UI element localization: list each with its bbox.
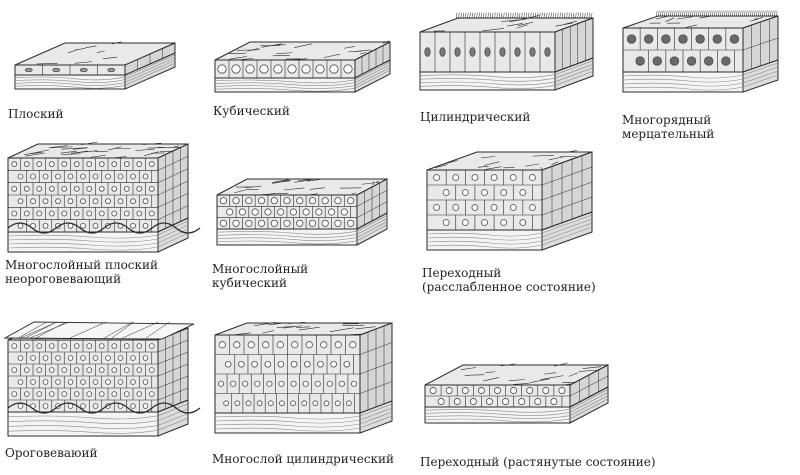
block-flat bbox=[14, 41, 176, 90]
block-transitional-relaxed bbox=[426, 150, 593, 251]
block-ciliated bbox=[622, 10, 779, 93]
block-cubic bbox=[214, 40, 391, 93]
block-stratified-cubic bbox=[216, 178, 388, 246]
label-cylindrical: Цилиндрический bbox=[420, 110, 531, 124]
label-cubic: Кубический bbox=[213, 104, 290, 118]
label-stratified-cubic: Многослойный кубический bbox=[212, 262, 309, 290]
label-transitional-relaxed: Переходный (расслабленное состояние) bbox=[422, 266, 596, 294]
block-transitional-stretched bbox=[424, 362, 609, 424]
label-stratified-flat: Многослойный плоский неороговевающий bbox=[5, 258, 159, 286]
block-stratified-cylindrical bbox=[214, 322, 393, 434]
label-keratinized: Ороговеваюий bbox=[5, 446, 98, 460]
block-cylindrical bbox=[419, 12, 594, 91]
label-ciliated: Многорядный мерцательный bbox=[622, 113, 715, 141]
label-stratified-cylindrical: Многослой цилиндрический bbox=[212, 452, 395, 466]
block-keratinized bbox=[3, 321, 201, 437]
block-stratified-flat bbox=[7, 141, 201, 253]
label-transitional-stretched: Переходный (растянутые состояние) bbox=[420, 455, 656, 469]
label-flat: Плоский bbox=[8, 107, 64, 121]
